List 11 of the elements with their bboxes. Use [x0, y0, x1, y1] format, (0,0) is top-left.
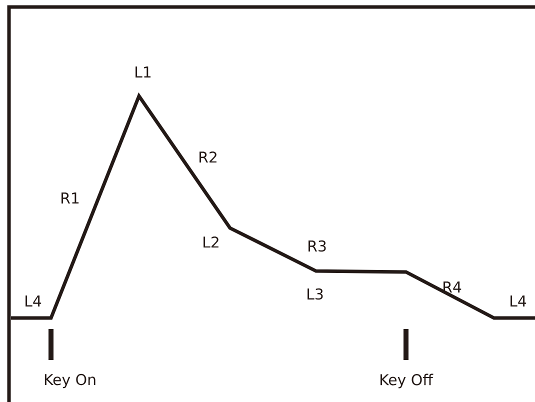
label: R1: [62, 192, 79, 204]
label: Key On: [44, 374, 96, 388]
label: R3: [308, 240, 326, 252]
label: Key Off: [380, 374, 434, 388]
label: L4: [26, 296, 42, 306]
label: L1: [136, 66, 151, 78]
label: L2: [204, 236, 218, 248]
label: R2: [200, 151, 216, 163]
label: L3: [308, 288, 323, 300]
label: L4: [510, 296, 526, 306]
label: R4: [444, 282, 462, 292]
